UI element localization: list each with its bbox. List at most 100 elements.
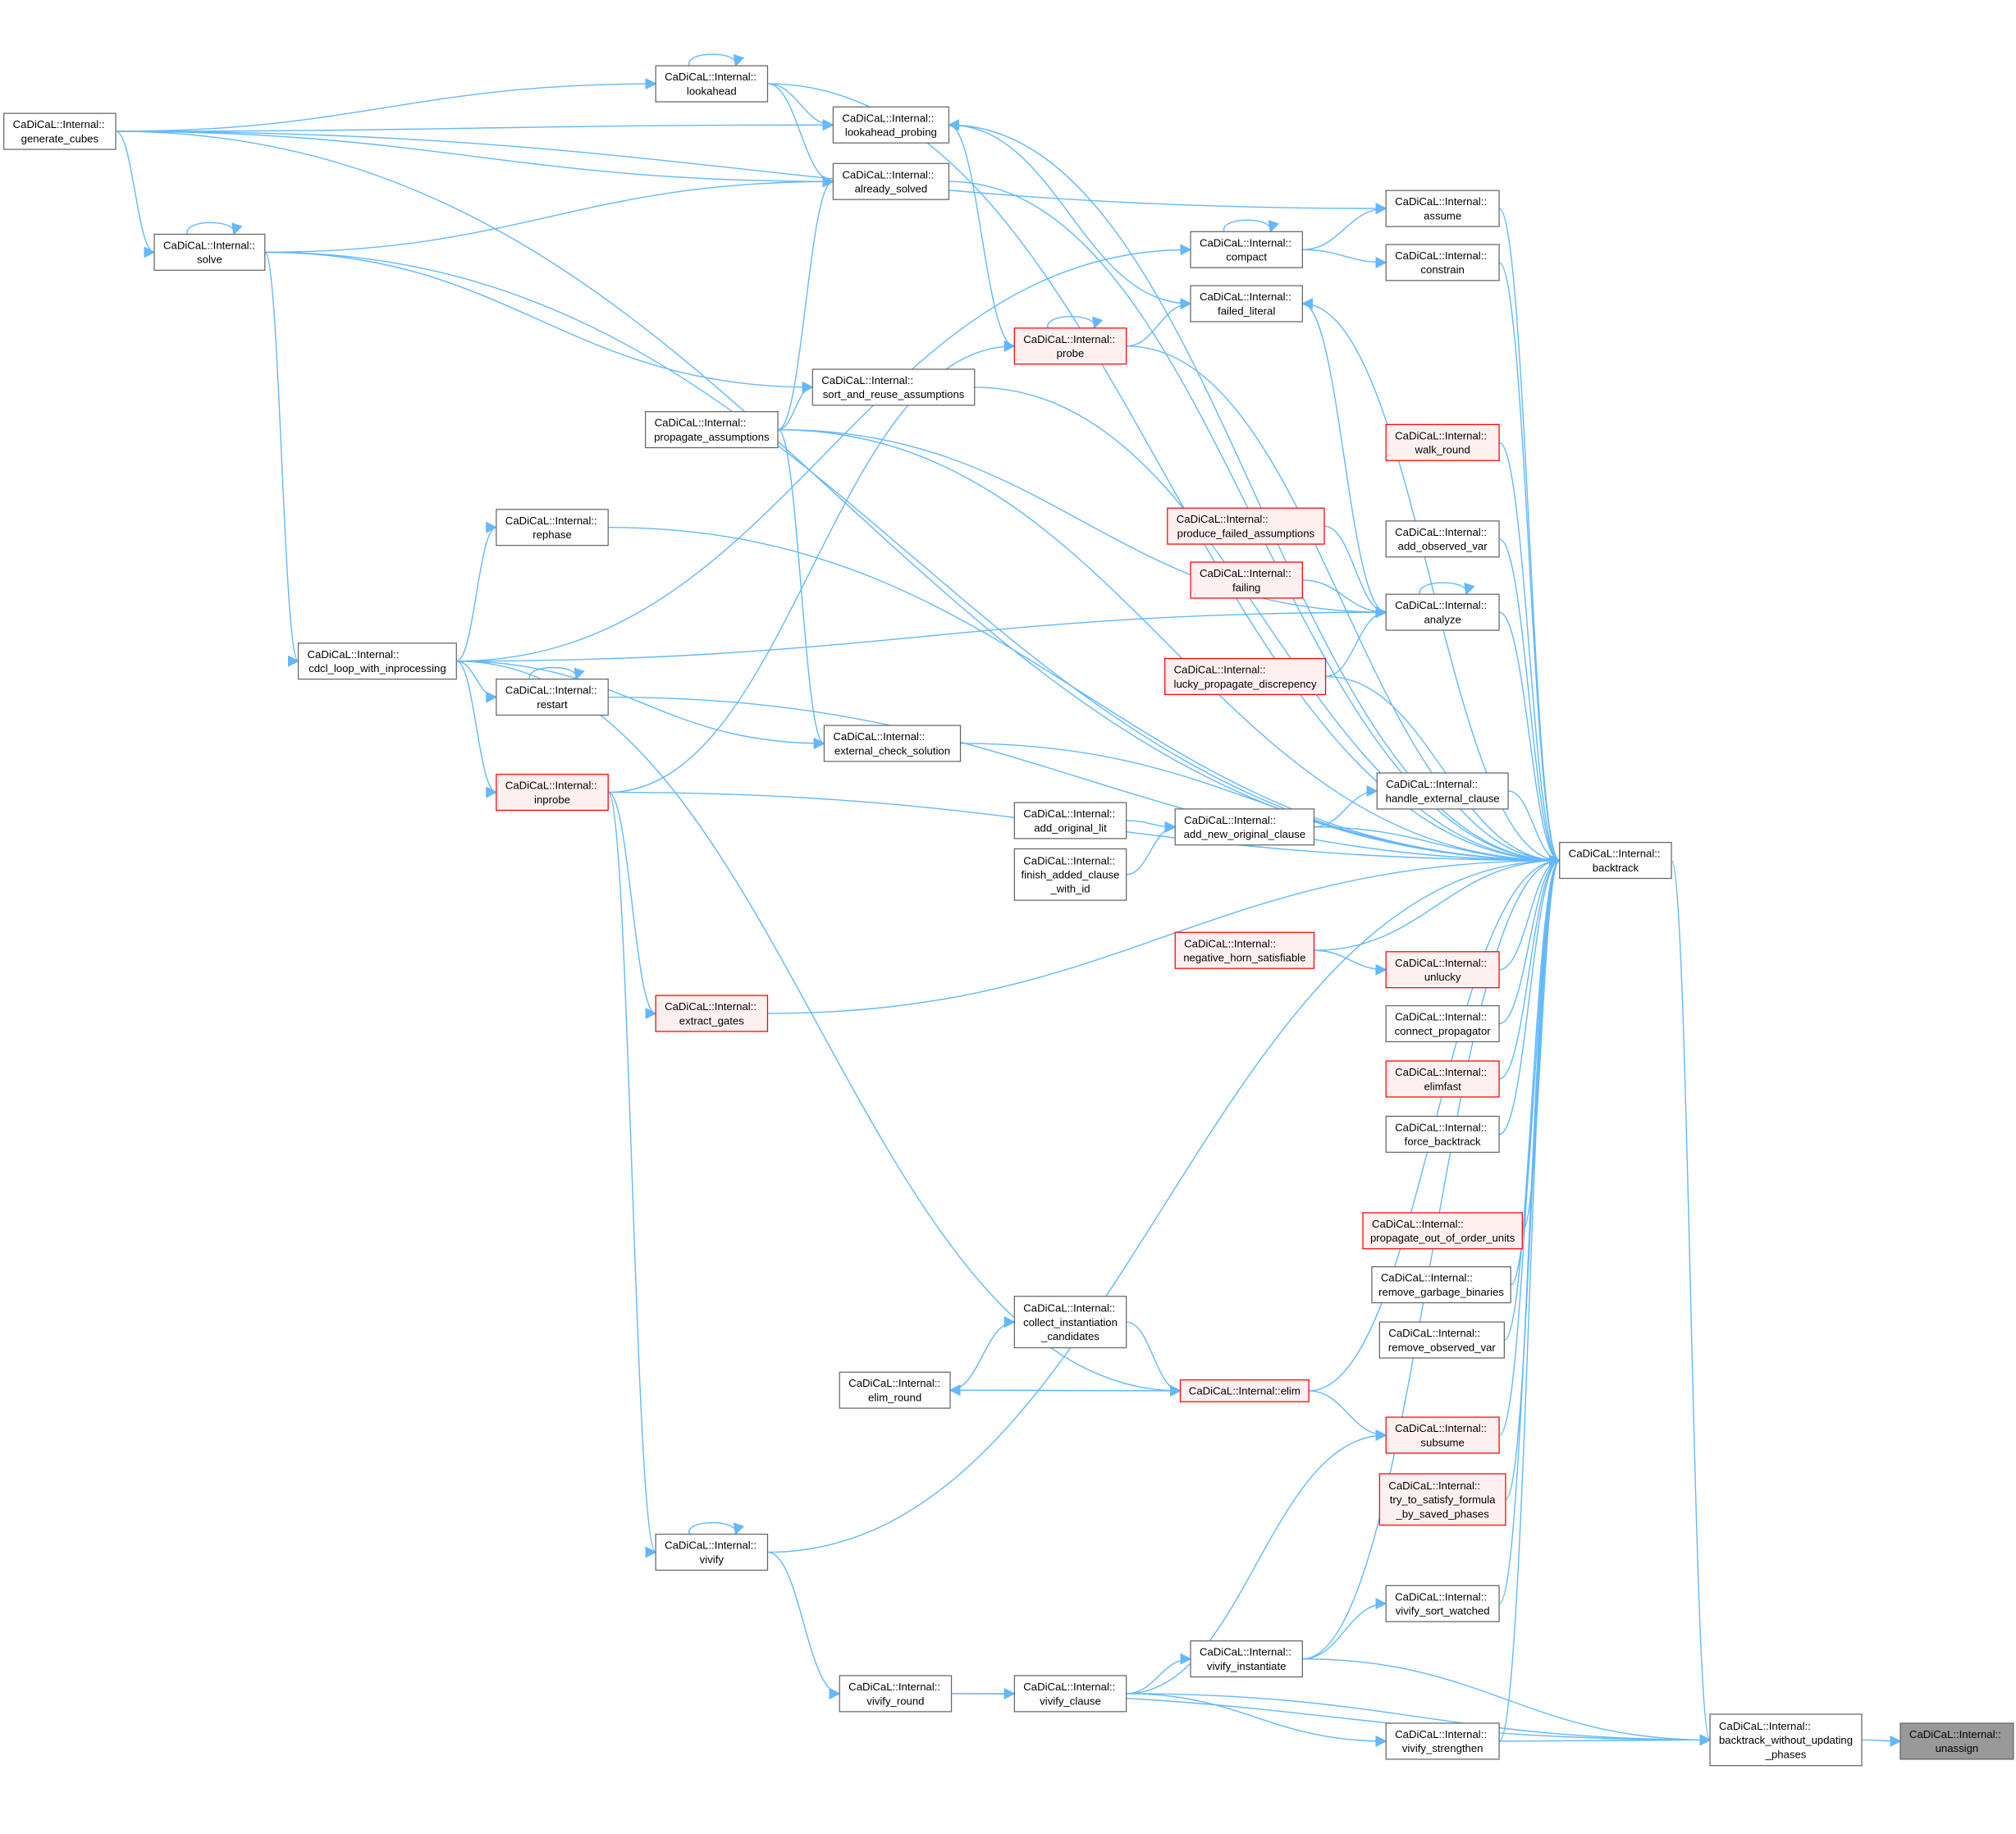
node-label: CaDiCaL::Internal:: [1023, 807, 1115, 820]
node-vivify-clause[interactable]: CaDiCaL::Internal::vivify_clause [1013, 1675, 1127, 1713]
node-label: CaDiCaL::Internal:: [1569, 848, 1661, 860]
node-label: _by_saved_phases [1395, 1507, 1489, 1520]
node-label: CaDiCaL::Internal:: [1909, 1728, 2001, 1740]
edge-cdcl_loop_with_inprocessing-to-compact [456, 244, 1192, 662]
node-force-backtrack[interactable]: CaDiCaL::Internal::force_backtrack [1385, 1115, 1500, 1153]
node-generate-cubes[interactable]: CaDiCaL::Internal::generate_cubes [3, 112, 117, 150]
edge-generate_cubes-to-lookahead_probing [116, 119, 834, 132]
node-vivify-sort-watched[interactable]: CaDiCaL::Internal::vivify_sort_watched [1385, 1585, 1500, 1622]
node-failing[interactable]: CaDiCaL::Internal::failing [1190, 561, 1303, 599]
node-cdcl-loop-with-inprocessing[interactable]: CaDiCaL::Internal::cdcl_loop_with_inproc… [297, 643, 457, 680]
node-extract-gates[interactable]: CaDiCaL::Internal::extract_gates [655, 995, 769, 1032]
node-label: add_observed_var [1398, 540, 1488, 552]
node-label: sort_and_reuse_assumptions [823, 388, 965, 400]
node-walk-round[interactable]: CaDiCaL::Internal::walk_round [1385, 423, 1500, 461]
node-vivify-round[interactable]: CaDiCaL::Internal::vivify_round [839, 1675, 953, 1713]
node-label: CaDiCaL::Internal:: [505, 684, 597, 697]
edge-unlucky-to-backtrack [1498, 854, 1561, 971]
node-analyze[interactable]: CaDiCaL::Internal::analyze [1385, 593, 1500, 631]
node-constrain[interactable]: CaDiCaL::Internal::constrain [1385, 244, 1500, 281]
node-propagate-assumptions[interactable]: CaDiCaL::Internal::propagate_assumptions [644, 411, 779, 449]
node-label: _candidates [1040, 1330, 1099, 1342]
node-elim[interactable]: CaDiCaL::Internal::elim [1179, 1379, 1310, 1402]
node-propagate-out-of-order-units[interactable]: CaDiCaL::Internal::propagate_out_of_orde… [1362, 1212, 1523, 1250]
edge-solve-to-cdcl_loop_with_inprocessing [264, 251, 299, 667]
node-label: CaDiCaL::Internal:: [1200, 236, 1291, 249]
node-box [1385, 951, 1500, 989]
node-label: CaDiCaL::Internal:: [505, 515, 597, 527]
node-label: cdcl_loop_with_inprocessing [309, 662, 446, 675]
node-handle-external-clause[interactable]: CaDiCaL::Internal::handle_external_claus… [1376, 772, 1509, 810]
node-add-new-original-clause[interactable]: CaDiCaL::Internal::add_new_original_clau… [1174, 808, 1315, 846]
edge-add_original_lit-to-add_new_original_clause [1126, 820, 1177, 833]
node-restart[interactable]: CaDiCaL::Internal::restart [496, 678, 609, 716]
node-unassign[interactable]: CaDiCaL::Internal::unassign [1899, 1722, 2014, 1760]
node-collect-instantiation-candidates[interactable]: CaDiCaL::Internal::collect_instantiation… [1013, 1296, 1127, 1349]
node-label: lucky_propagate_discrepency [1174, 678, 1317, 690]
node-try-to-satisfy-formula-by-saved-phases[interactable]: CaDiCaL::Internal::try_to_satisfy_formul… [1378, 1473, 1506, 1526]
node-failed-literal[interactable]: CaDiCaL::Internal::failed_literal [1190, 285, 1303, 322]
node-backtrack[interactable]: CaDiCaL::Internal::backtrack [1559, 841, 1672, 880]
node-label: CaDiCaL::Internal:: [1023, 1302, 1115, 1315]
node-rephase[interactable]: CaDiCaL::Internal::rephase [496, 509, 609, 547]
node-sort-and-reuse-assumptions[interactable]: CaDiCaL::Internal::sort_and_reuse_assump… [811, 368, 976, 406]
node-box [1709, 1713, 1863, 1767]
edge-vivify_sort_watched-to-backtrack [1498, 854, 1561, 1604]
node-add-original-lit[interactable]: CaDiCaL::Internal::add_original_lit [1013, 802, 1127, 839]
node-lookahead[interactable]: CaDiCaL::Internal::lookahead [655, 65, 769, 103]
node-label: failed_literal [1218, 304, 1275, 317]
node-label: CaDiCaL::Internal:: [1395, 599, 1487, 611]
node-assume[interactable]: CaDiCaL::Internal::assume [1385, 190, 1500, 227]
edge-vivify_clause-to-backtrack_without_updating_phases [1126, 1693, 1712, 1746]
node-elim-round[interactable]: CaDiCaL::Internal::elim_round [839, 1371, 951, 1409]
node-box [1376, 772, 1509, 810]
node-label: CaDiCaL::Internal:: [1184, 937, 1276, 949]
node-remove-garbage-binaries[interactable]: CaDiCaL::Internal::remove_garbage_binari… [1371, 1266, 1511, 1304]
node-box [1385, 244, 1500, 281]
edge-generate_cubes-to-assume [116, 130, 1387, 215]
node-label: elimfast [1424, 1080, 1461, 1092]
node-solve[interactable]: CaDiCaL::Internal::solve [153, 233, 266, 271]
node-lucky-propagate-discrepency[interactable]: CaDiCaL::Internal::lucky_propagate_discr… [1164, 657, 1327, 696]
node-produce-failed-assumptions[interactable]: CaDiCaL::Internal::produce_failed_assump… [1167, 507, 1325, 545]
edge-vivify_clause-to-subsume [1126, 1429, 1387, 1695]
edge-vivify-to-backtrack [767, 854, 1561, 1553]
node-label: lookahead_probing [845, 126, 937, 139]
node-box [1190, 231, 1303, 268]
node-box [496, 678, 609, 716]
node-vivify-instantiate[interactable]: CaDiCaL::Internal::vivify_instantiate [1190, 1640, 1303, 1678]
node-label: CaDiCaL::Internal:: [1395, 1011, 1487, 1023]
node-connect-propagator[interactable]: CaDiCaL::Internal::connect_propagator [1385, 1004, 1500, 1043]
node-label: remove_observed_var [1388, 1341, 1497, 1353]
edge-vivify_instantiate-to-backtrack_without_updating_phases [1302, 1658, 1712, 1746]
node-remove-observed-var[interactable]: CaDiCaL::Internal::remove_observed_var [1378, 1321, 1505, 1359]
edge-constrain-to-backtrack [1498, 262, 1561, 867]
node-finish-added-clause-with-id[interactable]: CaDiCaL::Internal::finish_added_clause_w… [1013, 848, 1127, 901]
edge-generate_cubes-to-lookahead [116, 78, 657, 132]
node-backtrack-without-updating-phases[interactable]: CaDiCaL::Internal::backtrack_without_upd… [1709, 1713, 1863, 1767]
node-vivify[interactable]: CaDiCaL::Internal::vivify [655, 1534, 769, 1571]
edge-add_new_original_clause-to-handle_external_clause [1314, 784, 1378, 828]
node-label: CaDiCaL::Internal:: [308, 648, 400, 661]
node-probe[interactable]: CaDiCaL::Internal::probe [1013, 327, 1127, 365]
edge-lookahead-to-lookahead [688, 53, 745, 67]
node-add-observed-var[interactable]: CaDiCaL::Internal::add_observed_var [1385, 520, 1500, 558]
node-unlucky[interactable]: CaDiCaL::Internal::unlucky [1385, 951, 1500, 989]
node-label: CaDiCaL::Internal:: [848, 1377, 940, 1389]
edge-solve-to-already_solved [264, 176, 834, 254]
node-vivify-strengthen[interactable]: CaDiCaL::Internal::vivify_strengthen [1385, 1722, 1500, 1760]
edge-vivify_instantiate-to-vivify_sort_watched [1302, 1598, 1387, 1660]
node-lookahead-probing[interactable]: CaDiCaL::Internal::lookahead_probing [832, 106, 950, 144]
node-box [1190, 285, 1303, 322]
node-compact[interactable]: CaDiCaL::Internal::compact [1190, 231, 1303, 268]
node-already-solved[interactable]: CaDiCaL::Internal::already_solved [832, 162, 950, 200]
node-inprobe[interactable]: CaDiCaL::Internal::inprobe [496, 773, 609, 812]
node-label: assume [1424, 209, 1461, 222]
node-subsume[interactable]: CaDiCaL::Internal::subsume [1385, 1416, 1500, 1454]
node-negative-horn-satisfiable[interactable]: CaDiCaL::Internal::negative_horn_satisfi… [1174, 931, 1315, 969]
node-elimfast[interactable]: CaDiCaL::Internal::elimfast [1385, 1060, 1500, 1098]
node-external-check-solution[interactable]: CaDiCaL::Internal::external_check_soluti… [823, 725, 962, 762]
node-label: _with_id [1049, 883, 1090, 895]
node-box [496, 509, 609, 547]
node-box [1013, 1675, 1127, 1713]
